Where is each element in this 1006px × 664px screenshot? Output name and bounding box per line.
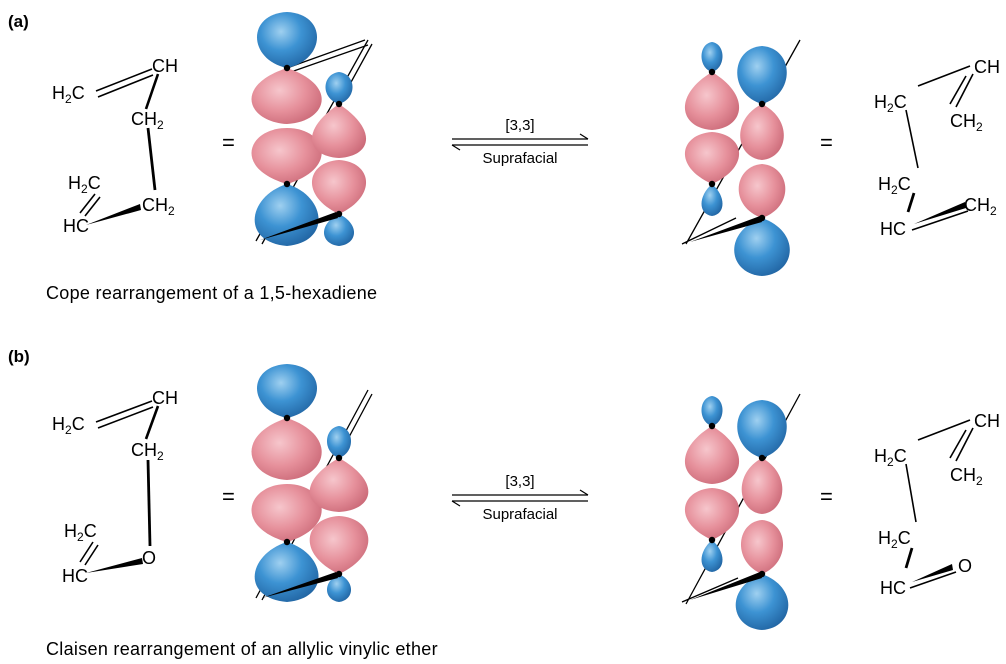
reactant-orbital-diagram <box>251 364 373 602</box>
product-orbital-diagram <box>681 393 801 630</box>
cope-scheme: H2C CH CH2 CH2 H2C HC = <box>52 12 1000 276</box>
equilibrium-arrows <box>451 133 589 151</box>
reactant-orbital-diagram <box>251 12 373 246</box>
equals-sign-2: = <box>820 130 833 155</box>
svg-text:CH: CH <box>974 411 1000 431</box>
reactant-labels: H2C CH CH2 O H2C HC <box>52 388 178 586</box>
product-labels: H2C CH CH2 H2C HC O <box>874 411 1000 598</box>
reactant-structure <box>79 68 160 225</box>
svg-text:CH2: CH2 <box>142 195 175 218</box>
arrow-label-bottom: Suprafacial <box>482 506 557 523</box>
arrow-label-top: [3,3] <box>505 473 534 490</box>
svg-text:HC: HC <box>880 578 906 598</box>
panel-caption: Claisen rearrangement of an allylic viny… <box>46 639 438 659</box>
svg-text:CH: CH <box>152 388 178 408</box>
svg-text:CH2: CH2 <box>131 109 164 132</box>
panel-label: (b) <box>8 347 30 366</box>
equals-sign: = <box>222 130 235 155</box>
svg-text:O: O <box>958 556 972 576</box>
product-structure <box>905 65 974 231</box>
product-labels: H2C CH CH2 H2C HC CH2 <box>874 57 1000 239</box>
svg-text:H2C: H2C <box>68 173 101 196</box>
equals-sign: = <box>222 484 235 509</box>
product-structure <box>904 419 974 589</box>
panel-claisen: (b) H2C CH CH2 O H2C HC = <box>0 332 1006 664</box>
svg-text:H2C: H2C <box>52 83 85 106</box>
svg-text:CH2: CH2 <box>950 465 983 488</box>
svg-text:HC: HC <box>62 566 88 586</box>
svg-text:H2C: H2C <box>874 446 907 469</box>
product-orbital-diagram <box>681 39 801 276</box>
panel-label: (a) <box>8 12 29 31</box>
svg-text:CH: CH <box>974 57 1000 77</box>
svg-text:H2C: H2C <box>874 92 907 115</box>
svg-text:CH2: CH2 <box>950 111 983 134</box>
arrow-label-bottom: Suprafacial <box>482 150 557 167</box>
svg-text:H2C: H2C <box>64 521 97 544</box>
claisen-scheme: H2C CH CH2 O H2C HC = <box>52 364 1000 630</box>
svg-text:CH2: CH2 <box>964 195 997 218</box>
svg-text:O: O <box>142 548 156 568</box>
svg-text:CH: CH <box>152 56 178 76</box>
svg-text:H2C: H2C <box>878 528 911 551</box>
equilibrium-arrows <box>451 489 589 507</box>
svg-text:HC: HC <box>63 216 89 236</box>
svg-text:H2C: H2C <box>52 414 85 437</box>
equals-sign-2: = <box>820 484 833 509</box>
svg-text:H2C: H2C <box>878 174 911 197</box>
reactant-labels: H2C CH CH2 CH2 H2C HC <box>52 56 178 236</box>
panel-cope: (a) H2C CH CH2 CH2 H2C HC = <box>8 12 1000 303</box>
svg-text:HC: HC <box>880 219 906 239</box>
svg-text:CH2: CH2 <box>131 440 164 463</box>
panel-caption: Cope rearrangement of a 1,5-hexadiene <box>46 283 378 303</box>
reactant-structure <box>79 400 160 573</box>
arrow-label-top: [3,3] <box>505 117 534 134</box>
